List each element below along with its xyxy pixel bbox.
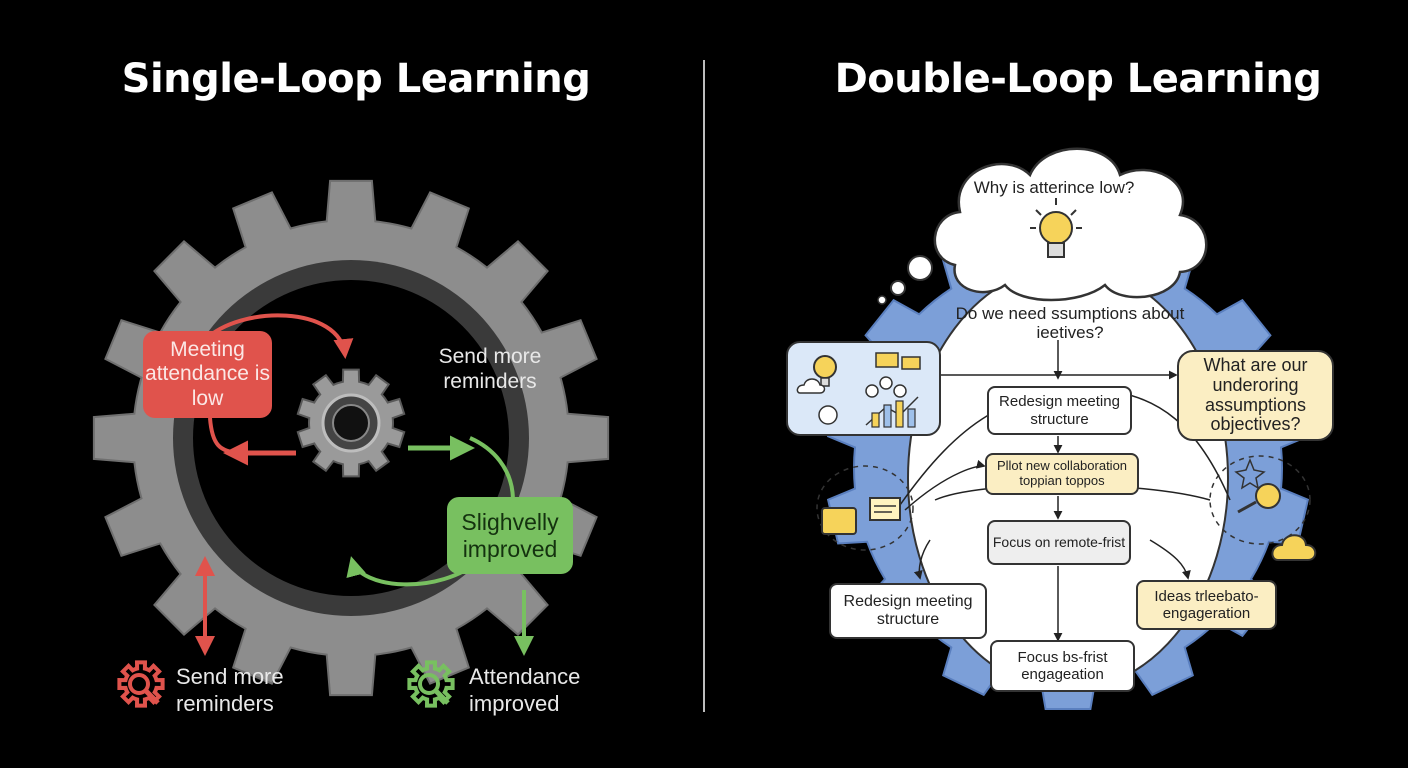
outcome-ideas-box: Ideas trleebato- engageration (1136, 580, 1277, 630)
assumptions-bubble: What are our underoring assumptions obje… (1177, 350, 1334, 441)
red-loop-arrow (203, 313, 354, 359)
assumption-question: Do we need ssumptions about ieetives? (955, 304, 1185, 343)
left-dashed-loop (816, 465, 914, 551)
outcome-focus-box: Focus bs-frist engageation (990, 640, 1135, 692)
thought-question: Why is atterince low? (973, 178, 1135, 197)
bar-chart-icon (865, 396, 919, 428)
cloud-icon (1271, 534, 1317, 561)
key-icon (1234, 457, 1281, 514)
left-down-arrow (913, 539, 931, 580)
right-down-arrow (1149, 539, 1191, 580)
ideas-icon-card (786, 341, 941, 436)
problem-box: Meeting attendance is low (143, 331, 272, 418)
people-icon (796, 352, 921, 428)
double-loop-title: Double-Loop Learning (834, 56, 1322, 102)
step-redesign-box: Redesign meeting structure (987, 386, 1132, 435)
action-label: Send more reminders (438, 345, 542, 394)
legend-green-label: Attendance improved (469, 664, 581, 716)
outcome-redesign-box: Redesign meeting structure (829, 583, 987, 639)
single-loop-title: Single-Loop Learning (121, 56, 591, 102)
result-box: Slighvelly improved (447, 497, 573, 574)
step-focus-box: Focus on remote-frist (987, 520, 1131, 565)
panel-divider (703, 60, 705, 712)
red-magnifier-gear-icon (117, 660, 165, 708)
legend-red-label: Send more reminders (176, 664, 284, 716)
step-pilot-box: Pllot new collaboration toppian toppos (985, 453, 1139, 495)
lightbulb-icon (1030, 198, 1082, 258)
green-magnifier-gear-icon (407, 660, 455, 708)
small-center-gear (296, 368, 406, 478)
right-dashed-loop (1209, 455, 1311, 545)
folder-icon (821, 497, 901, 535)
left-flow-curve (904, 459, 986, 511)
